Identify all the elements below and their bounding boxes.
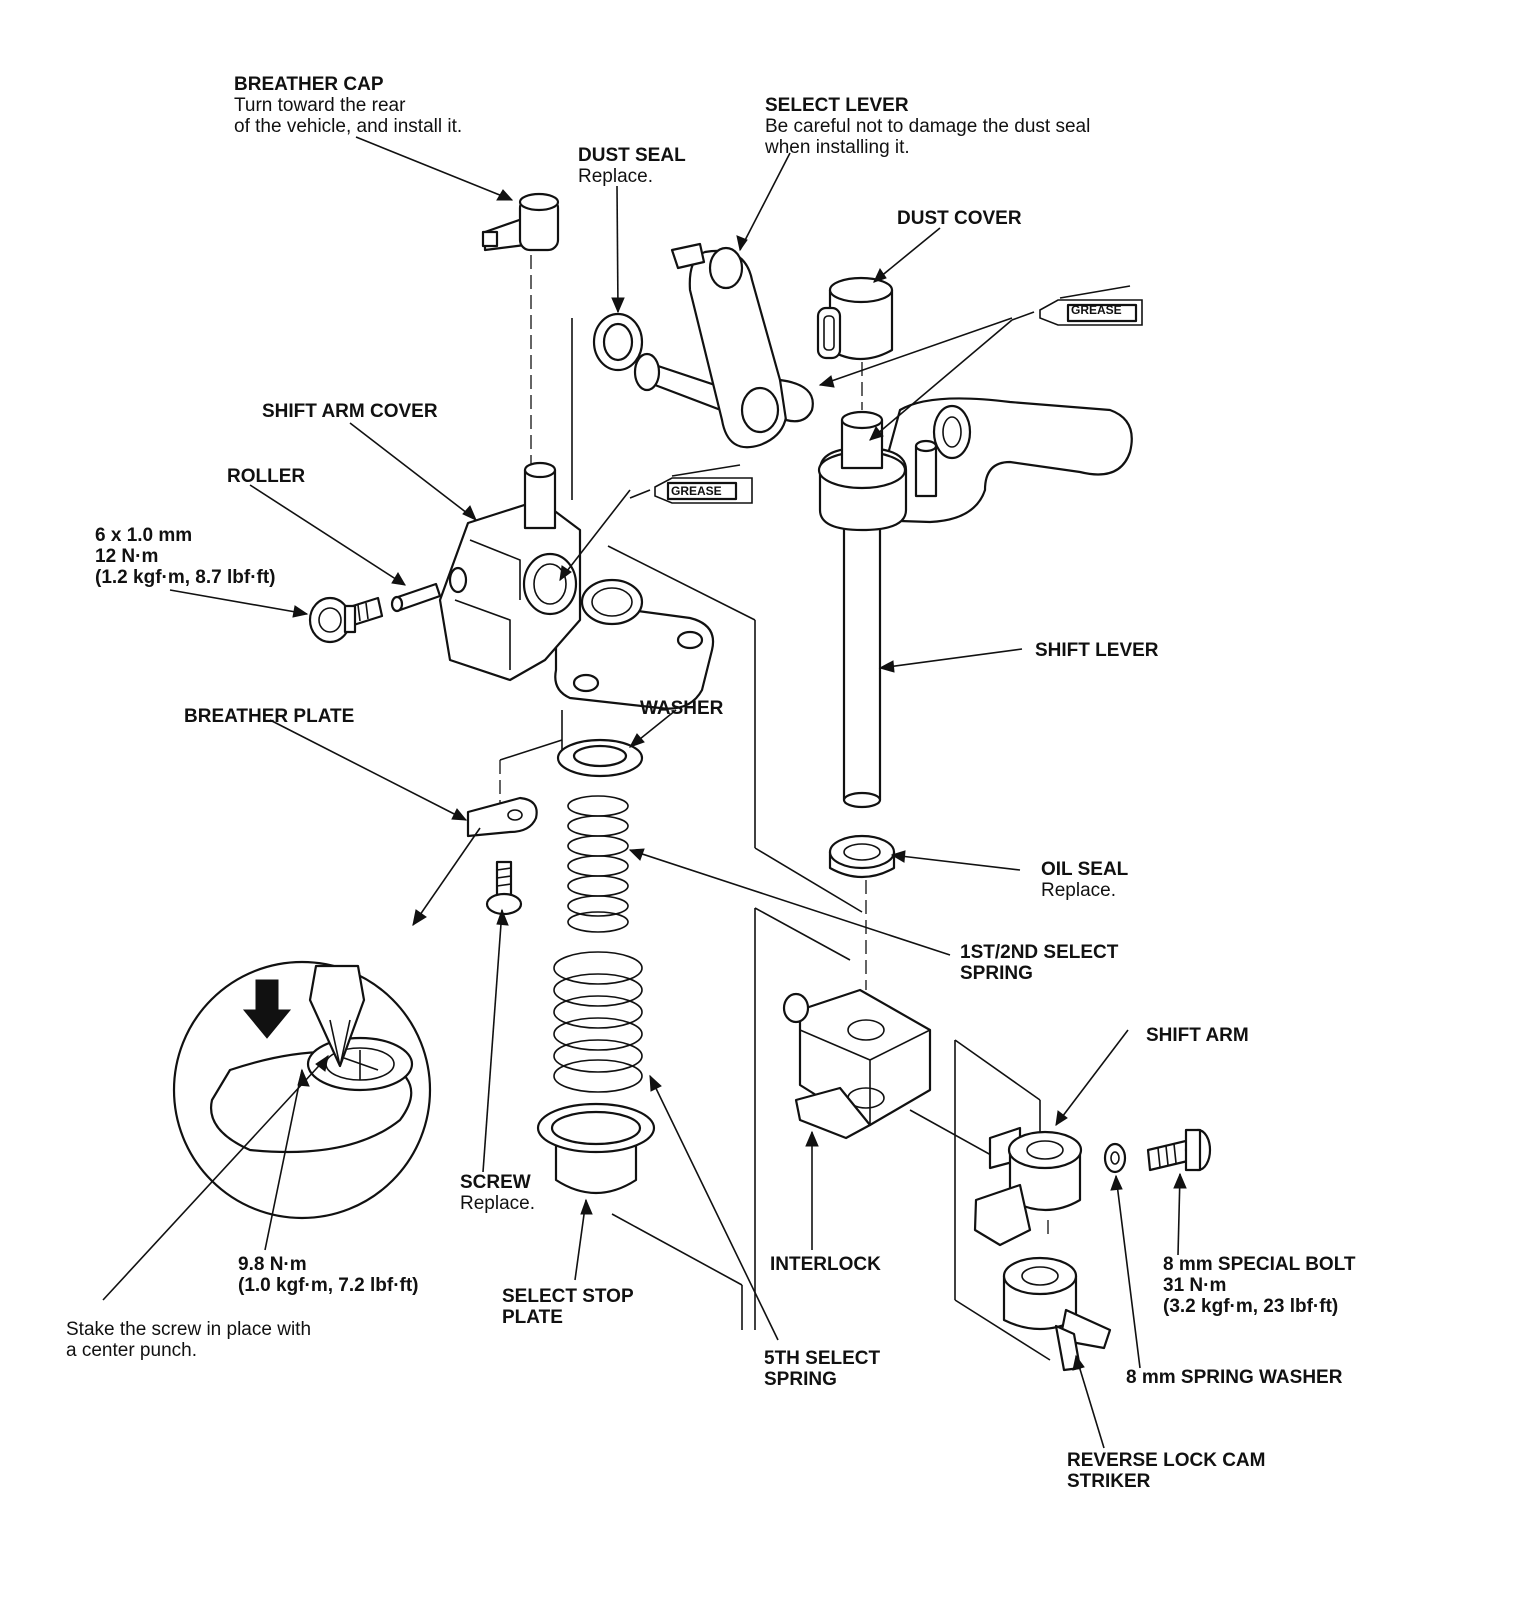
shift-arm-part [973, 1126, 1083, 1247]
oil-seal-part [828, 834, 896, 878]
label-line: 1ST/2ND SELECT [960, 942, 1119, 963]
label-dust-seal: DUST SEAL Replace. [578, 145, 686, 187]
label-line: 8 mm SPECIAL BOLT [1163, 1254, 1356, 1275]
label-title: DUST COVER [897, 208, 1022, 229]
label-select-spring-5th: 5TH SELECT SPRING [764, 1348, 880, 1390]
label-line: 9.8 N·m [238, 1254, 307, 1275]
label-interlock: INTERLOCK [770, 1254, 881, 1275]
label-reverse-lock-cam: REVERSE LOCK CAM STRIKER [1067, 1450, 1265, 1492]
label-shift-arm: SHIFT ARM [1146, 1025, 1249, 1046]
reverse-lock-cam-part [1002, 1256, 1112, 1372]
label-title: WASHER [640, 698, 724, 719]
label-dust-cover: DUST COVER [897, 208, 1022, 229]
breather-plate-part [466, 796, 538, 838]
label-title: INTERLOCK [770, 1254, 881, 1275]
grease-tag-lower: GREASE [671, 484, 722, 498]
label-title: SCREW [460, 1172, 531, 1193]
label-line: SPRING [960, 963, 1033, 984]
select-lever-part [633, 242, 814, 449]
label-bolt-6mm: 6 x 1.0 mm 12 N·m (1.2 kgf·m, 8.7 lbf·ft… [95, 525, 276, 588]
label-title: SHIFT ARM COVER [262, 401, 438, 422]
select-stop-plate-part [536, 1102, 656, 1195]
label-title: BREATHER CAP [234, 74, 384, 95]
label-line: 5TH SELECT [764, 1348, 881, 1369]
label-note: Turn toward the rear [234, 95, 406, 116]
down-arrow-icon [242, 979, 292, 1039]
label-title: ROLLER [227, 466, 306, 487]
label-line: (1.0 kgf·m, 7.2 lbf·ft) [238, 1275, 419, 1296]
label-line: SELECT STOP [502, 1286, 634, 1307]
label-select-stop-plate: SELECT STOP PLATE [502, 1286, 634, 1328]
label-note: Replace. [460, 1193, 535, 1214]
screw-part [485, 860, 523, 916]
label-breather-plate: BREATHER PLATE [184, 706, 354, 727]
label-line: (1.2 kgf·m, 8.7 lbf·ft) [95, 567, 276, 588]
label-screw: SCREW Replace. [460, 1172, 535, 1214]
label-title: SELECT LEVER [765, 95, 909, 116]
label-shift-lever: SHIFT LEVER [1035, 640, 1159, 661]
grease-tag-upper: GREASE [1071, 303, 1122, 317]
label-line: 6 x 1.0 mm [95, 525, 193, 546]
label-note: Replace. [578, 166, 653, 187]
interlock-part [782, 988, 932, 1140]
label-line: 31 N·m [1163, 1275, 1227, 1296]
label-note: Replace. [1041, 880, 1116, 901]
label-note: Stake the screw in place with [66, 1319, 312, 1340]
label-select-spring-12: 1ST/2ND SELECT SPRING [960, 942, 1118, 984]
dust-cover-part [816, 276, 894, 360]
label-line: 12 N·m [95, 546, 159, 567]
label-spring-washer-8mm: 8 mm SPRING WASHER [1126, 1367, 1342, 1388]
leader-arrowheads [292, 189, 1187, 1371]
label-shift-arm-cover: SHIFT ARM COVER [262, 401, 438, 422]
label-note: when installing it. [765, 137, 910, 158]
roller-part [390, 582, 442, 613]
shift-lever-part [817, 397, 1133, 809]
label-line: (3.2 kgf·m, 23 lbf·ft) [1163, 1296, 1339, 1317]
grease-tag-text: GREASE [671, 484, 722, 498]
label-title: SHIFT ARM [1146, 1025, 1249, 1046]
label-roller: ROLLER [227, 466, 305, 487]
dust-seal-part [592, 312, 644, 372]
shift-arm-cover-part [438, 461, 715, 710]
label-stake-note: Stake the screw in place with a center p… [66, 1319, 311, 1361]
label-line: STRIKER [1067, 1471, 1151, 1492]
select-spring-12-part [567, 795, 629, 933]
breather-cap-part [481, 192, 560, 252]
bolt-6mm-part [308, 596, 384, 644]
leader-lines [102, 136, 1181, 1449]
label-title: DUST SEAL [578, 145, 686, 166]
label-line: PLATE [502, 1307, 563, 1328]
label-title: BREATHER PLATE [184, 706, 355, 727]
label-line: REVERSE LOCK CAM [1067, 1450, 1266, 1471]
select-spring-5th-part [553, 951, 643, 1093]
grease-tube-icon [629, 285, 1143, 504]
label-title: 8 mm SPRING WASHER [1126, 1367, 1343, 1388]
label-screw-torque: 9.8 N·m (1.0 kgf·m, 7.2 lbf·ft) [238, 1254, 419, 1296]
assembly-axis-lines [499, 255, 1051, 1361]
washer-part [556, 738, 644, 778]
label-oil-seal: OIL SEAL Replace. [1041, 859, 1128, 901]
label-title: SHIFT LEVER [1035, 640, 1159, 661]
label-note: of the vehicle, and install it. [234, 116, 463, 137]
label-select-lever: SELECT LEVER Be careful not to damage th… [765, 95, 1090, 158]
label-breather-cap: BREATHER CAP Turn toward the rear of the… [234, 74, 462, 137]
spring-washer-part [1103, 1142, 1127, 1174]
label-note: Be careful not to damage the dust seal [765, 116, 1091, 137]
label-title: OIL SEAL [1041, 859, 1129, 880]
special-bolt-part [1146, 1128, 1212, 1172]
label-washer: WASHER [640, 698, 723, 719]
label-special-bolt-8mm: 8 mm SPECIAL BOLT 31 N·m (3.2 kgf·m, 23 … [1163, 1254, 1356, 1317]
label-note: a center punch. [66, 1340, 197, 1361]
detail-magnifier [172, 960, 432, 1220]
label-line: SPRING [764, 1369, 837, 1390]
grease-tag-text: GREASE [1071, 303, 1122, 317]
